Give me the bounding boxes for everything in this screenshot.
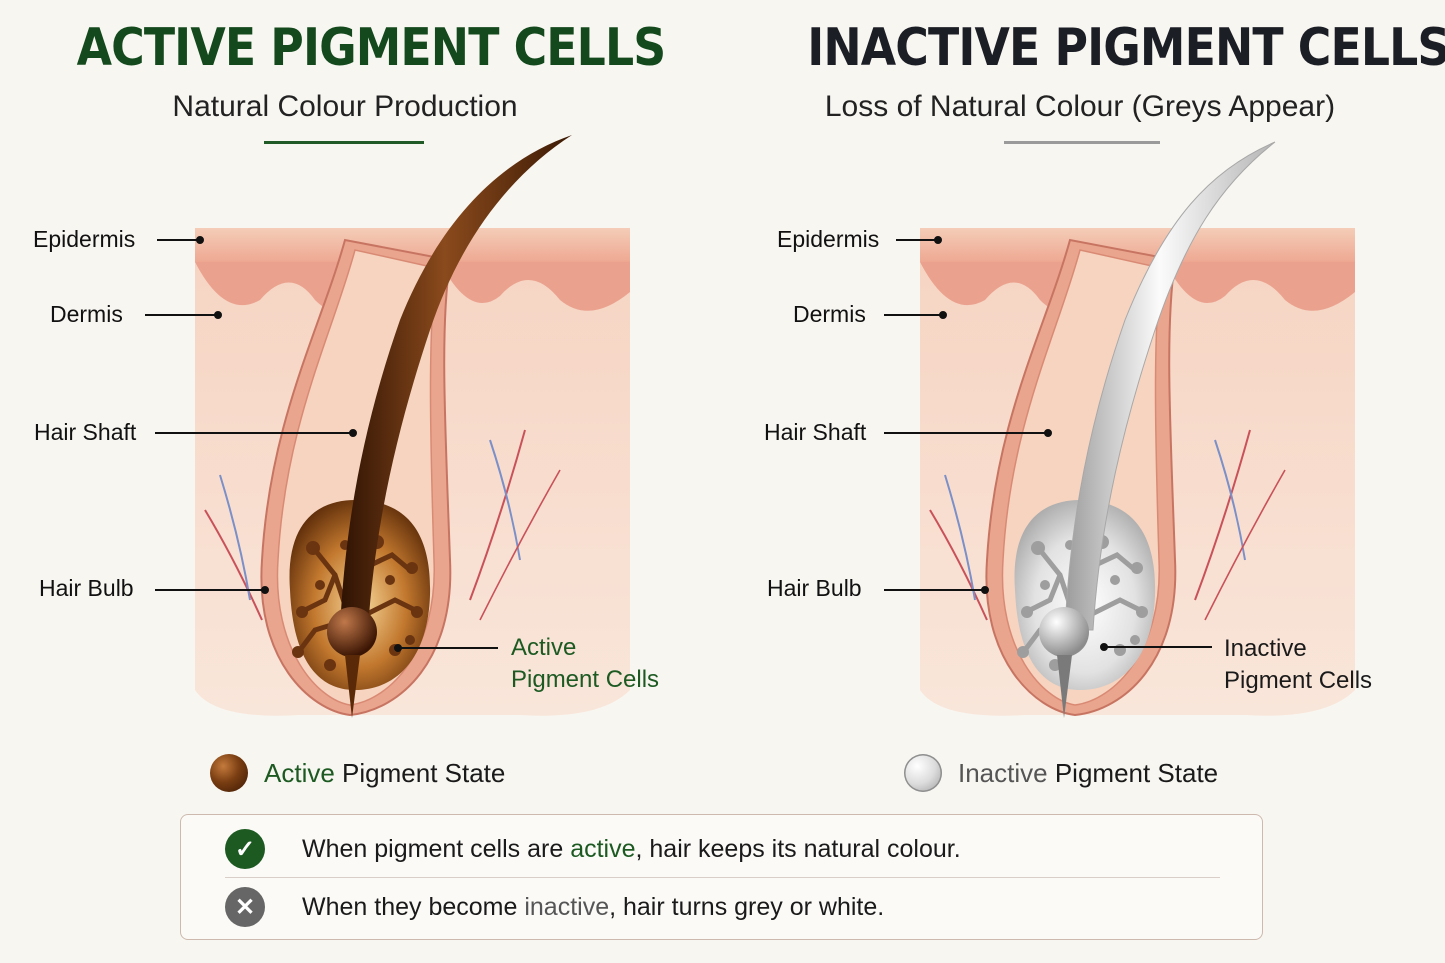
inactive-summary-after: , hair turns grey or white. [609,893,884,921]
active-dermis-label: Dermis [50,301,123,328]
inactive-summary-highlight: inactive [524,893,609,921]
inactive-pigment-cells-label: Inactive Pigment Cells [1224,633,1372,697]
active-pigment-cells-label: Active Pigment Cells [511,632,659,696]
inactive-pigment-cells-line1: Inactive [1224,633,1372,665]
brown-pigment-dot-icon [210,754,248,792]
inactive-pigment-legend: Inactive Pigment State [904,754,1218,792]
grey-pigment-dot-icon [904,754,942,792]
active-summary-text: When pigment cells are active, hair keep… [302,835,961,864]
inactive-legend-text: Pigment State [1048,758,1219,789]
inactive-epidermis-label: Epidermis [777,226,879,253]
summary-panel: ✓ When pigment cells are active, hair ke… [180,814,1263,940]
inactive-dermis-label: Dermis [793,301,866,328]
inactive-pigment-cells-line2: Pigment Cells [1224,665,1372,697]
inactive-summary-row: ✕ When they become inactive, hair turns … [181,877,1262,937]
inactive-hair-shaft-label: Hair Shaft [764,419,866,446]
inactive-hair-bulb-label: Hair Bulb [767,575,862,602]
active-summary-after: , hair keeps its natural colour. [636,835,961,863]
active-hair-bulb-label: Hair Bulb [39,575,134,602]
active-legend-text: Pigment State [335,758,506,789]
active-summary-highlight: active [570,835,635,863]
cross-icon: ✕ [225,887,265,927]
active-pigment-legend: Active Pigment State [210,754,505,792]
active-epidermis-label: Epidermis [33,226,135,253]
inactive-legend-highlight: Inactive [958,758,1048,789]
active-summary-row: ✓ When pigment cells are active, hair ke… [181,819,1262,879]
active-pigment-cells-line1: Active [511,632,659,664]
inactive-summary-text: When they become inactive, hair turns gr… [302,893,884,922]
active-summary-before: When pigment cells are [302,835,570,863]
check-icon: ✓ [225,829,265,869]
inactive-skin-section [920,142,1355,718]
active-pigment-cells-line2: Pigment Cells [511,664,659,696]
active-hair-shaft-label: Hair Shaft [34,419,136,446]
active-legend-highlight: Active [264,758,335,789]
active-skin-section [195,135,630,718]
inactive-summary-before: When they become [302,893,524,921]
